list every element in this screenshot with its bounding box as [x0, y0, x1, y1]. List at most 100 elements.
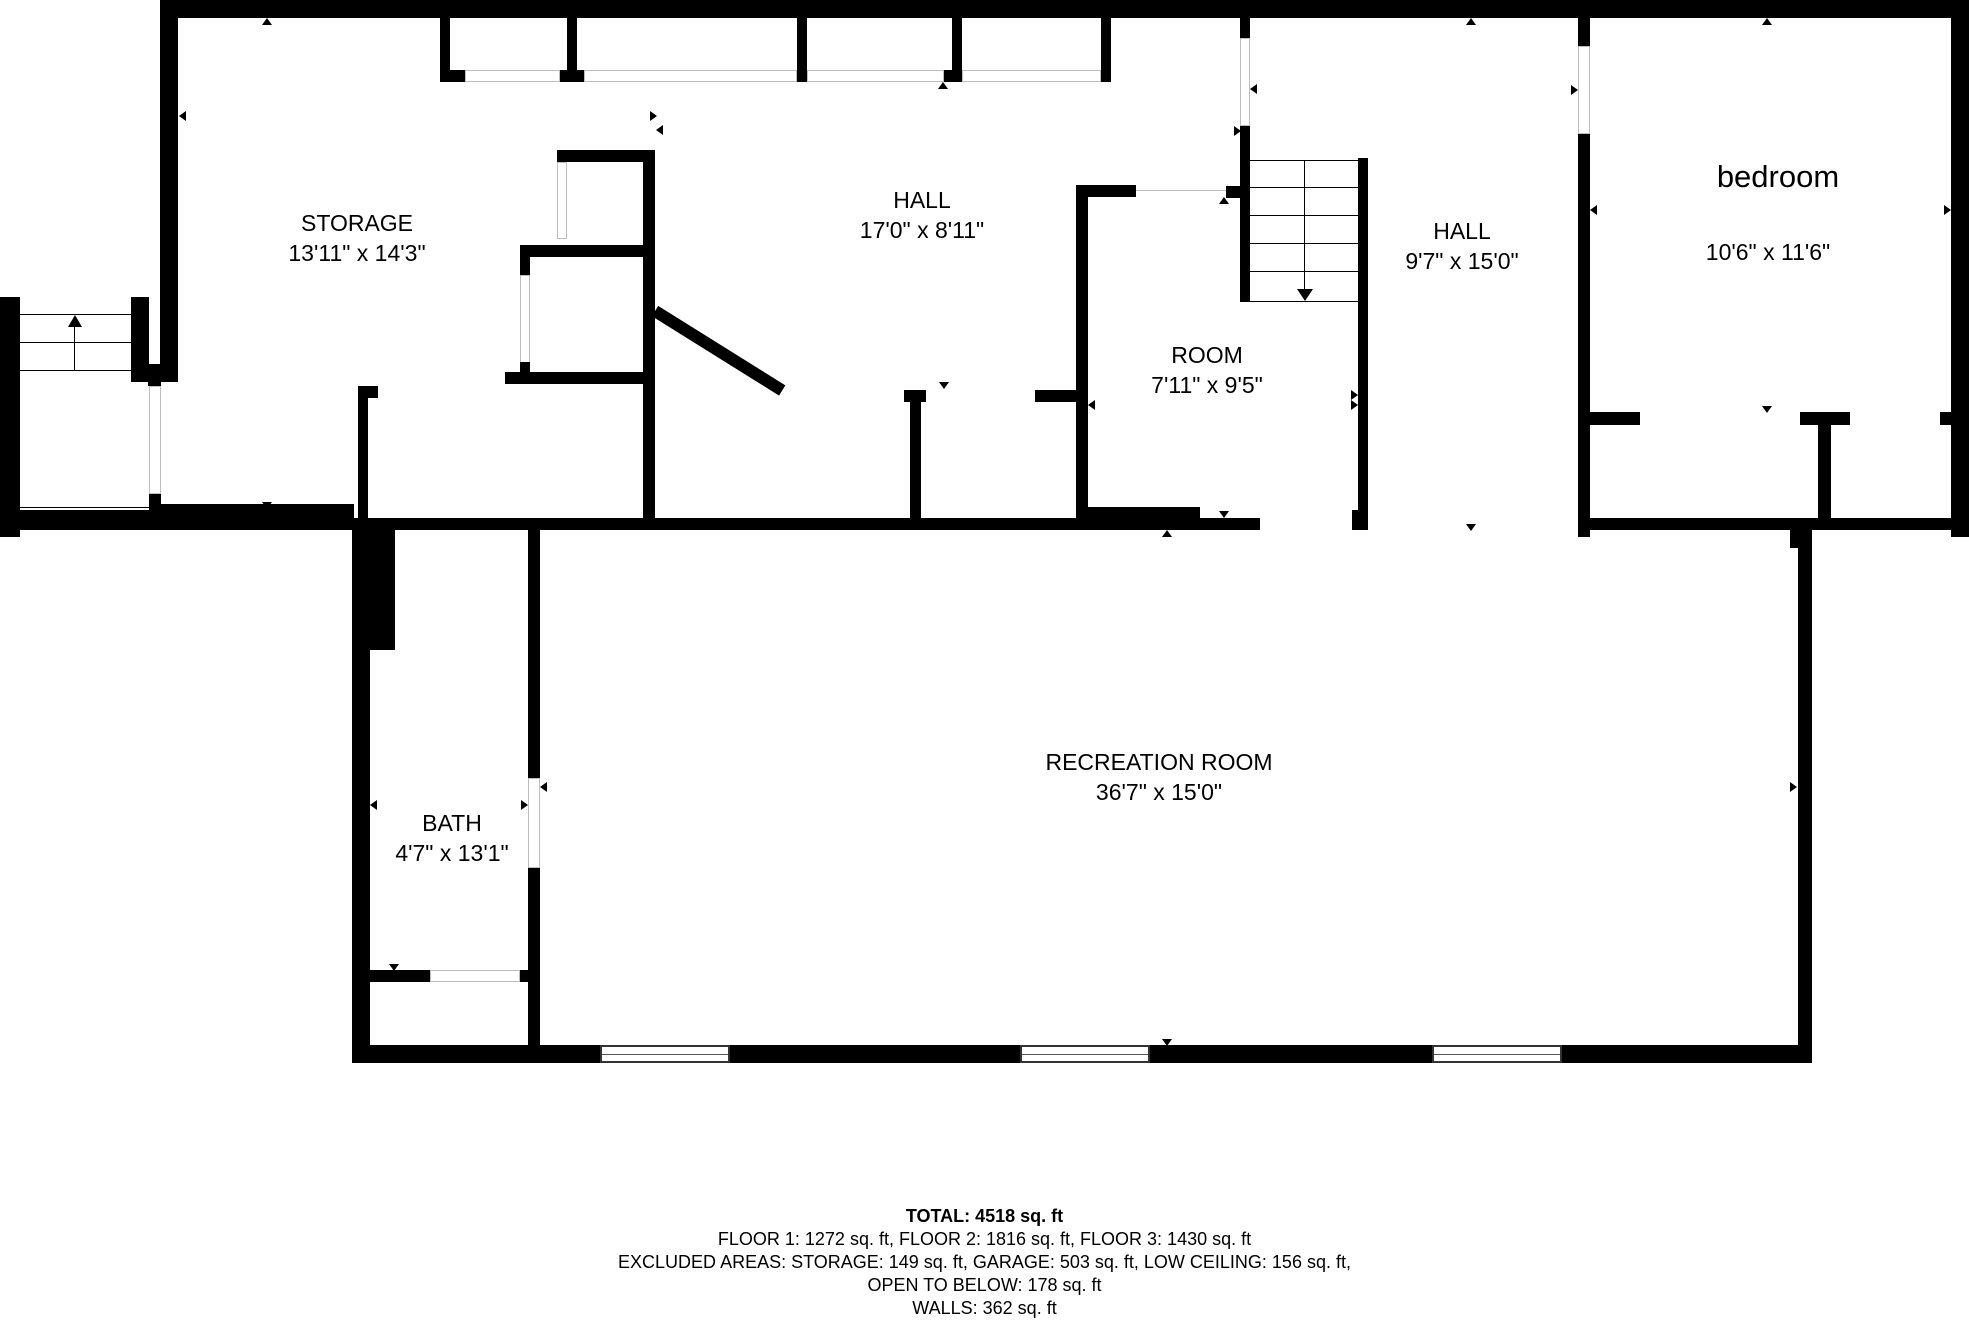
window-rec-2 [1020, 1045, 1150, 1063]
dimension-marker-icon [1466, 18, 1476, 25]
stair-up-arrow-icon [68, 315, 82, 327]
storage-wall-stub-cap [358, 386, 378, 398]
stair-tread [20, 314, 131, 315]
dimension-marker-icon [1590, 205, 1597, 215]
closet-door-1 [465, 70, 560, 82]
utility-closet-bottom [505, 372, 643, 384]
utility-closet-door-2 [520, 275, 530, 363]
room-dimensions: 36'7" x 15'0" [1095, 779, 1223, 805]
room-label-recreation: RECREATION ROOM 36'7" x 15'0" [1045, 747, 1272, 807]
room-label-hall-1: HALL 17'0" x 8'11" [860, 185, 984, 245]
room-dimensions: 4'7" x 13'1" [395, 840, 509, 866]
dimension-marker-icon [1762, 406, 1772, 413]
stair-box-post [148, 374, 161, 386]
hall-wall-post [910, 390, 921, 518]
dimension-marker-icon [1250, 84, 1257, 94]
wall-upper-bottom-right [1578, 518, 1969, 530]
stair-box-right [131, 297, 149, 382]
utility-closet-door-1 [557, 162, 567, 239]
closet-post-5 [1101, 18, 1111, 82]
closet-post-4 [952, 18, 962, 82]
closet-foot-4 [944, 70, 962, 82]
room-dimensions: 17'0" x 8'11" [859, 217, 985, 243]
storage-wall-stub [358, 386, 368, 518]
dimension-marker-icon [370, 800, 377, 810]
room-label-room: ROOM 7'11" x 9'5" [1151, 340, 1263, 400]
wall-hall-divider [1240, 126, 1250, 302]
room-label-hall-2: HALL 9'7" x 15'0" [1405, 216, 1518, 276]
walls-area: WALLS: 362 sq. ft [912, 1298, 1057, 1318]
dimension-marker-icon [656, 125, 663, 135]
dimension-marker-icon [1088, 400, 1095, 410]
room-name: bedroom [1716, 159, 1840, 194]
stair-tread [20, 370, 131, 371]
dimension-marker-icon [389, 964, 399, 971]
dimension-marker-icon [262, 18, 272, 25]
room-wall-bottom [1076, 507, 1200, 519]
wall-bedroom-left-top [1578, 18, 1590, 46]
dimension-marker-icon [1762, 18, 1772, 25]
dimension-marker-icon [179, 111, 186, 121]
dimension-marker-icon [262, 502, 272, 509]
window-rec-3 [1432, 1045, 1562, 1063]
closet-foot-2 [560, 70, 584, 82]
dimension-marker-icon [939, 382, 949, 389]
dimension-marker-icon [1351, 400, 1358, 410]
stair-tread [20, 507, 149, 508]
stairs-center-right-wall [1358, 158, 1368, 528]
room-name: HALL [1433, 218, 1491, 244]
utility-closet-mid [520, 245, 643, 257]
room-wall-left [1076, 185, 1088, 518]
dimension-marker-icon [650, 111, 657, 121]
wall-diagonal [651, 305, 786, 396]
closet-door-3 [807, 70, 944, 82]
wall-bath-divider-bottom [528, 868, 540, 1063]
room-dimensions: 9'7" x 15'0" [1405, 248, 1519, 274]
total-area: TOTAL: 4518 sq. ft [905, 1206, 1064, 1226]
bedroom-door-opening [1578, 46, 1590, 134]
stair-down-arrow-icon [1297, 289, 1313, 301]
closet-foot-1 [440, 70, 465, 82]
dimension-marker-icon [1571, 85, 1578, 95]
wall-lower-left-thick [352, 530, 395, 650]
closet-post-3 [797, 18, 807, 82]
stair-direction-line [74, 322, 75, 370]
room-name: HALL [893, 187, 951, 213]
room-dimensions: 13'11" x 14'3" [288, 240, 426, 266]
bedroom-closet-post [1818, 412, 1831, 520]
open-to-below: OPEN TO BELOW: 178 sq. ft [867, 1275, 1102, 1295]
stair-box-left [0, 297, 20, 537]
closet-door-4 [962, 70, 1101, 82]
floor-areas: FLOOR 1: 1272 sq. ft, FLOOR 2: 1816 sq. … [717, 1229, 1252, 1249]
stair-tread [1250, 301, 1358, 302]
dimension-marker-icon [1162, 530, 1172, 537]
dimension-marker-icon [938, 82, 948, 89]
wall-bath-divider-top [528, 530, 540, 778]
room-name: BATH [422, 810, 482, 836]
dimension-marker-icon [1162, 1039, 1172, 1046]
room-door-opening [1136, 185, 1232, 191]
utility-closet-top [557, 150, 655, 162]
wall-rec-right [1798, 530, 1812, 1063]
stair-opening [149, 386, 161, 494]
bath-door-opening [528, 778, 540, 868]
wall-storage-bottom [149, 504, 354, 524]
wall-bedroom-left [1578, 134, 1590, 537]
room-label-bath: BATH 4'7" x 13'1" [395, 808, 508, 868]
utility-closet-right [643, 150, 655, 518]
window-rec-1 [600, 1045, 730, 1063]
wall-top [160, 0, 1969, 18]
dimension-marker-icon [1351, 390, 1358, 400]
bath-closet-post [520, 970, 528, 982]
utility-closet-left-post-3 [520, 362, 530, 372]
excluded-areas: EXCLUDED AREAS: STORAGE: 149 sq. ft, GAR… [618, 1252, 1351, 1272]
stair-tread [20, 342, 131, 343]
stair-direction-line [1304, 160, 1305, 290]
dimension-marker-icon [1219, 511, 1229, 518]
wall-lower-left [352, 530, 370, 1063]
wall-right-outer [1951, 0, 1969, 537]
opening-hall-divider [1240, 38, 1250, 126]
wall-rec-right-joint [1790, 518, 1808, 548]
room-wall-top [1076, 185, 1136, 197]
